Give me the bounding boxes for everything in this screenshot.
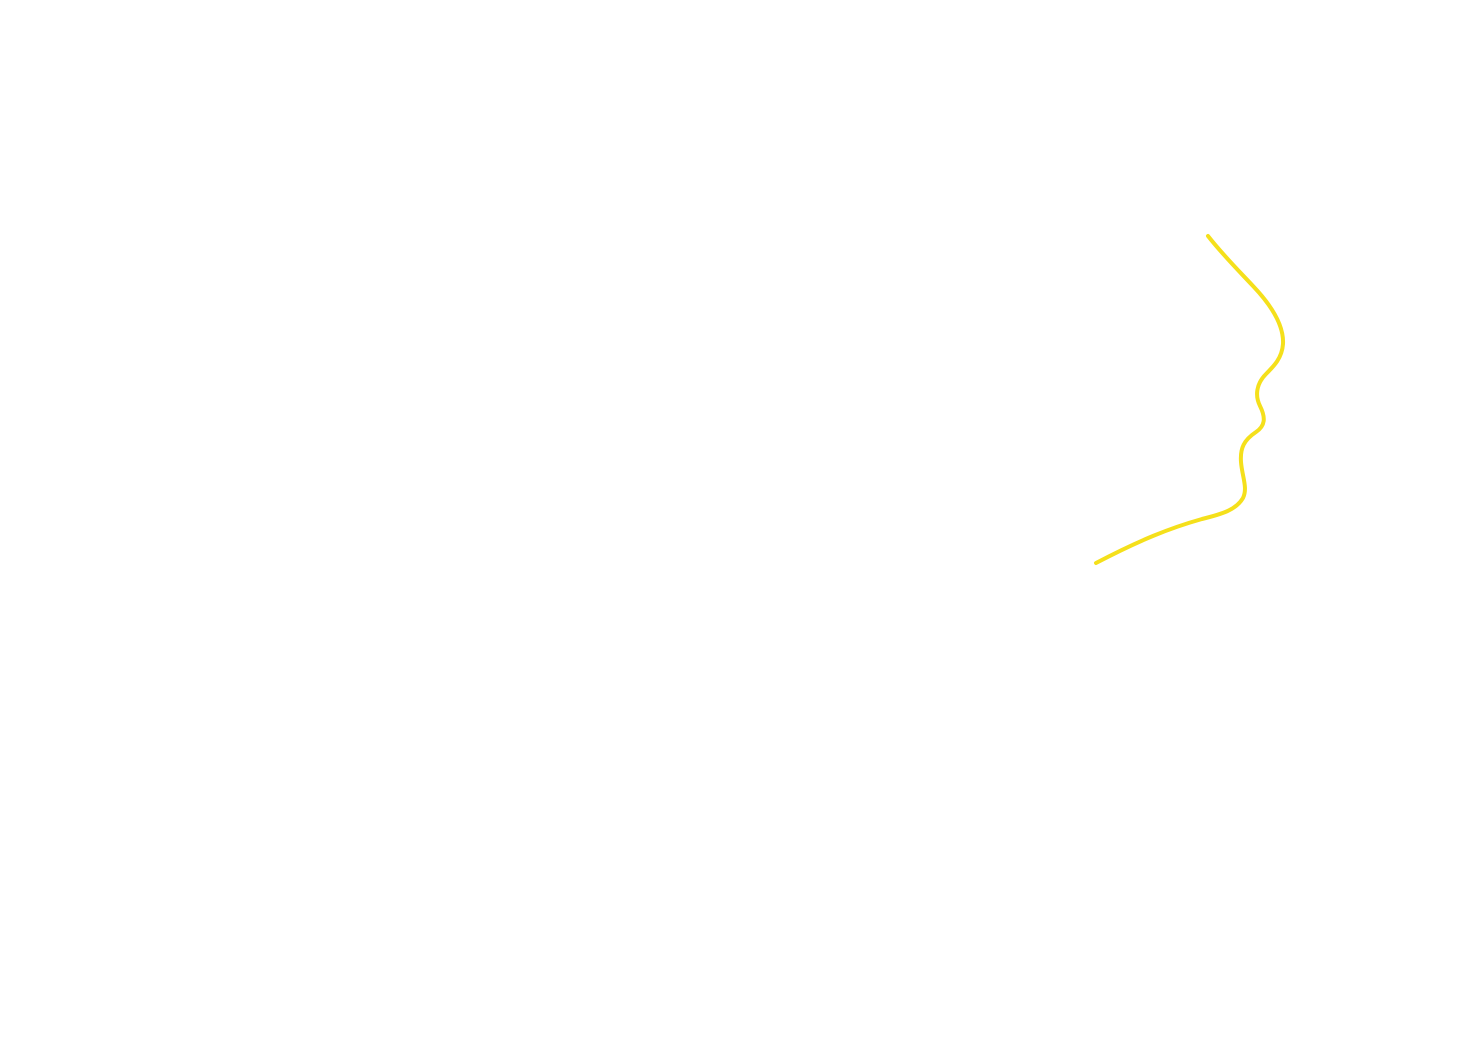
freehand-stroke[interactable] bbox=[1094, 234, 1286, 565]
